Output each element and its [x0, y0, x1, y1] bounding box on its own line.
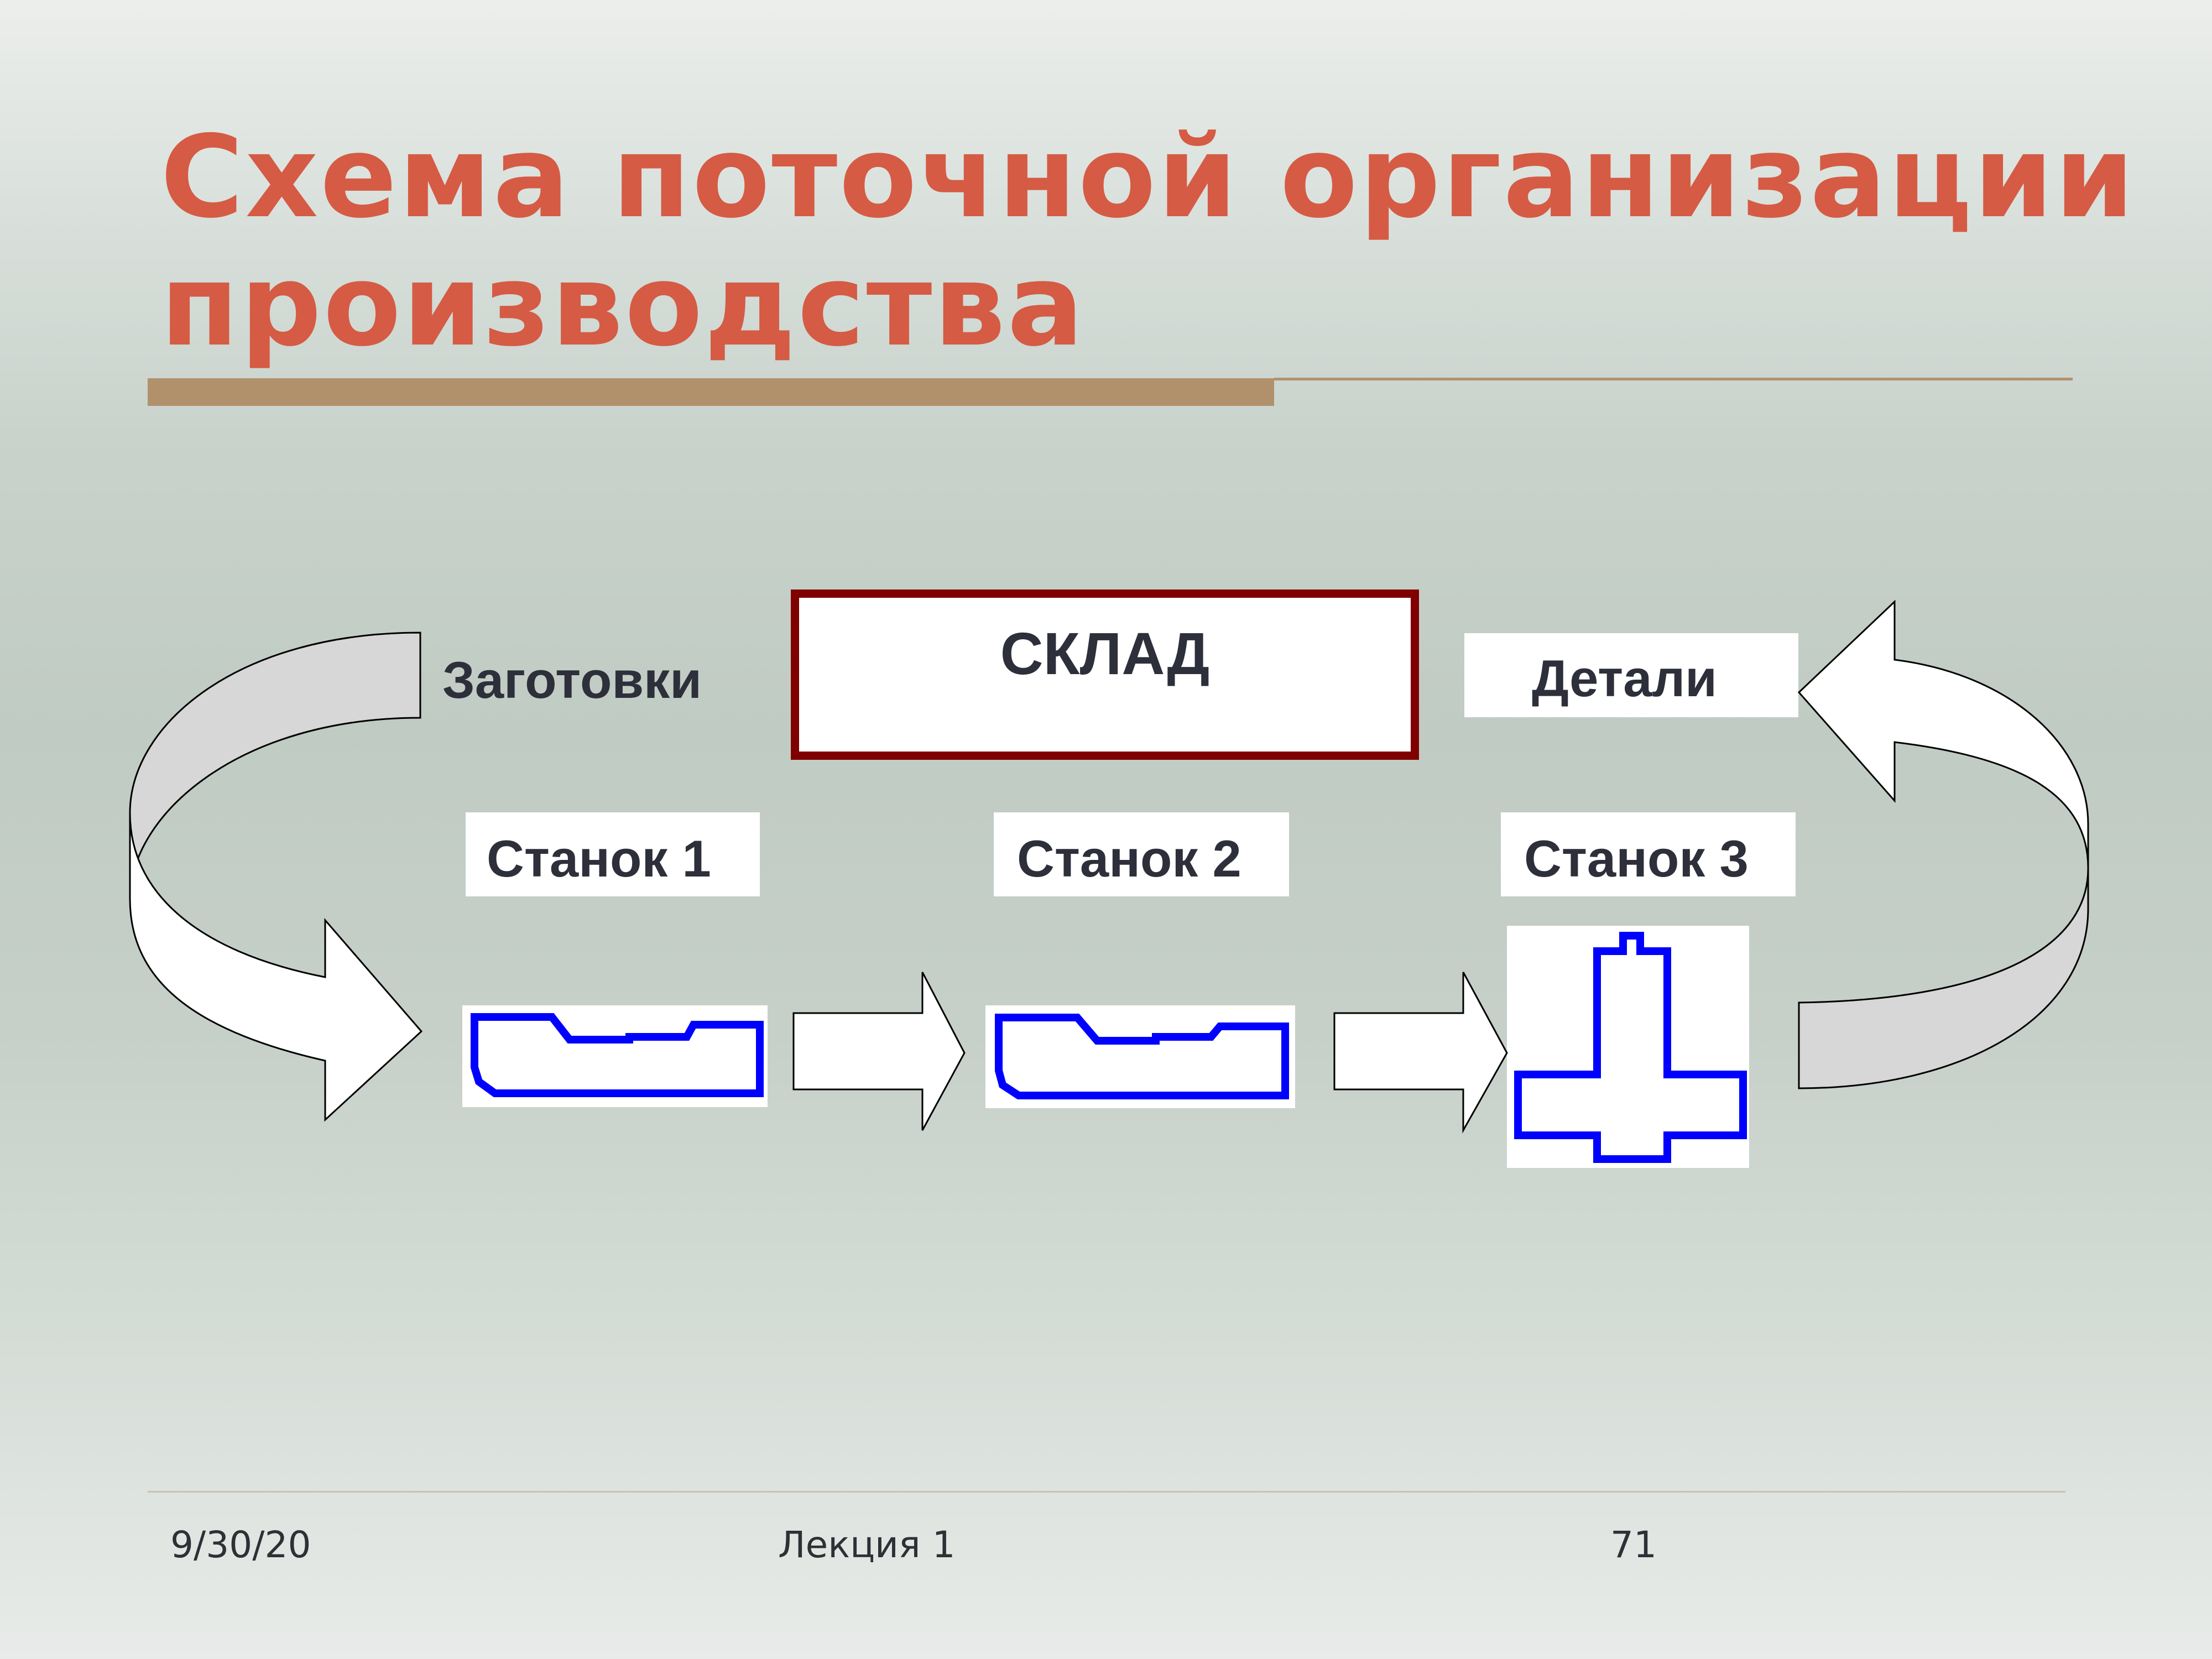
- blanks-label: Заготовки: [442, 651, 702, 709]
- machine-2-label: Станок 2: [994, 812, 1289, 896]
- arrow-right-icon: [1333, 972, 1508, 1134]
- footer-lecture: Лекция 1: [778, 1524, 956, 1566]
- title-line-1: Схема поточной организации: [160, 112, 2136, 243]
- footer-divider: [148, 1491, 2065, 1493]
- part-1-outline-icon: [471, 1013, 764, 1097]
- parts-label: Детали: [1464, 633, 1798, 717]
- title-underline-thick: [148, 378, 1274, 406]
- part-3-outline-icon: [1514, 932, 1747, 1163]
- machine-1-label: Станок 1: [466, 812, 760, 896]
- curved-arrow-right-icon: [1797, 599, 2089, 1089]
- part-2-outline-icon: [995, 1014, 1289, 1099]
- warehouse-box: СКЛАД: [791, 589, 1419, 760]
- arrow-right-icon: [792, 972, 966, 1131]
- slide-title: Схема поточной организации производства: [160, 112, 2136, 372]
- footer-page-number: 71: [1610, 1524, 1657, 1566]
- curved-arrow-left-icon: [129, 632, 423, 1122]
- machine-3-label: Станок 3: [1501, 812, 1796, 896]
- part-3-image: [1507, 926, 1749, 1168]
- title-underline-thin: [1274, 378, 2073, 380]
- footer-date: 9/30/20: [170, 1524, 311, 1566]
- title-line-2: производства: [160, 240, 1086, 372]
- warehouse-label: СКЛАД: [1000, 620, 1210, 687]
